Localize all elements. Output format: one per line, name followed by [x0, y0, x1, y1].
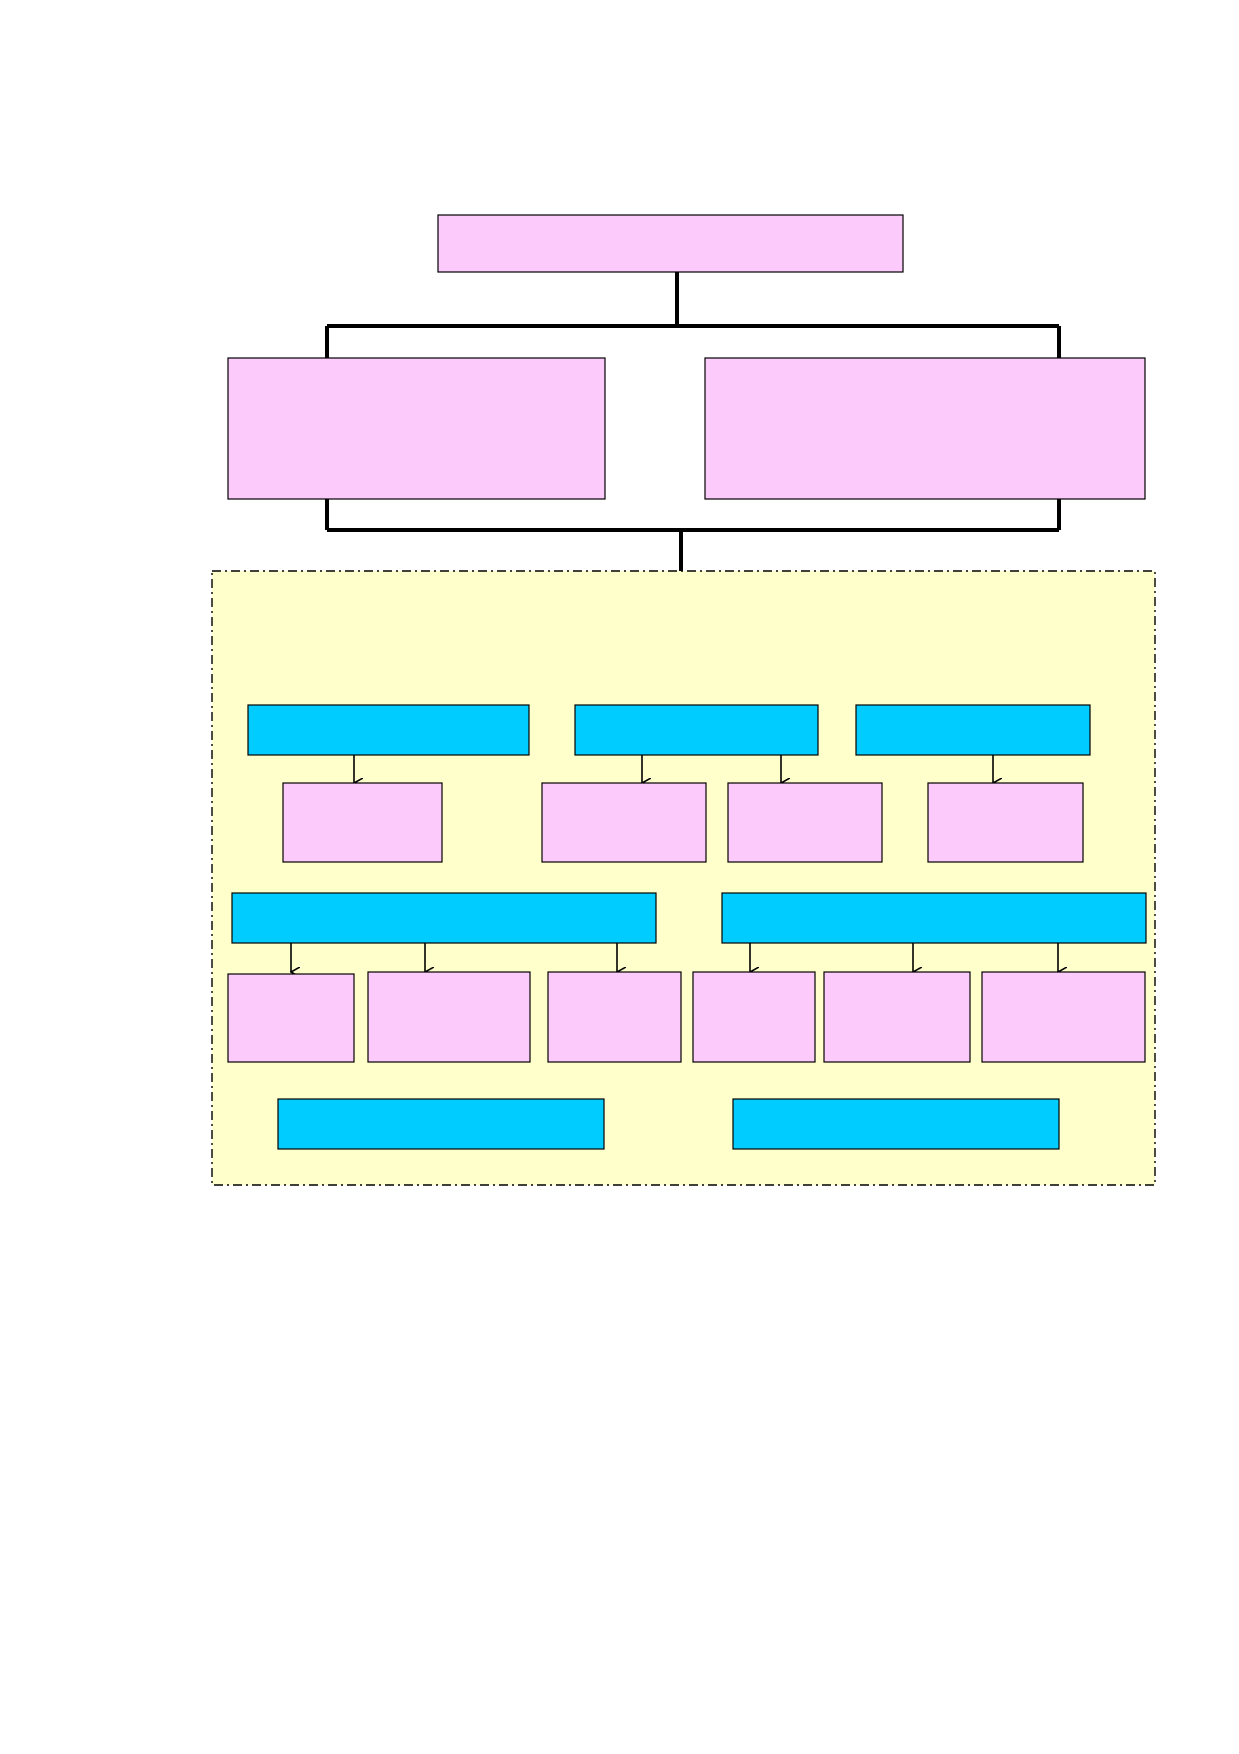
- row2-child-4: [692, 971, 816, 1063]
- row1-category-3: [855, 704, 1091, 756]
- row1-arrows: [354, 755, 993, 783]
- content-panel: [211, 570, 1156, 1186]
- row1-child-3: [727, 782, 883, 863]
- row1-category-2: [574, 704, 819, 756]
- row2-child-1: [227, 973, 355, 1063]
- row1-category-1: [247, 704, 530, 756]
- row1-child-2: [541, 782, 707, 863]
- level2-node-right: [704, 357, 1146, 500]
- row2-child-2: [367, 971, 531, 1063]
- row2-child-6: [981, 971, 1146, 1063]
- bottom-bar-right: [732, 1098, 1060, 1150]
- row2-category-2: [721, 892, 1147, 944]
- row2-arrows: [291, 943, 1058, 972]
- row2-child-3: [547, 971, 682, 1063]
- top-node: [437, 214, 904, 273]
- row2-category-1: [231, 892, 657, 944]
- top-connectors: [325, 272, 1061, 571]
- row1-child-4: [927, 782, 1084, 863]
- level2-node-left: [227, 357, 606, 500]
- bottom-bar-left: [277, 1098, 605, 1150]
- row1-child-1: [282, 782, 443, 863]
- row2-child-5: [823, 971, 971, 1063]
